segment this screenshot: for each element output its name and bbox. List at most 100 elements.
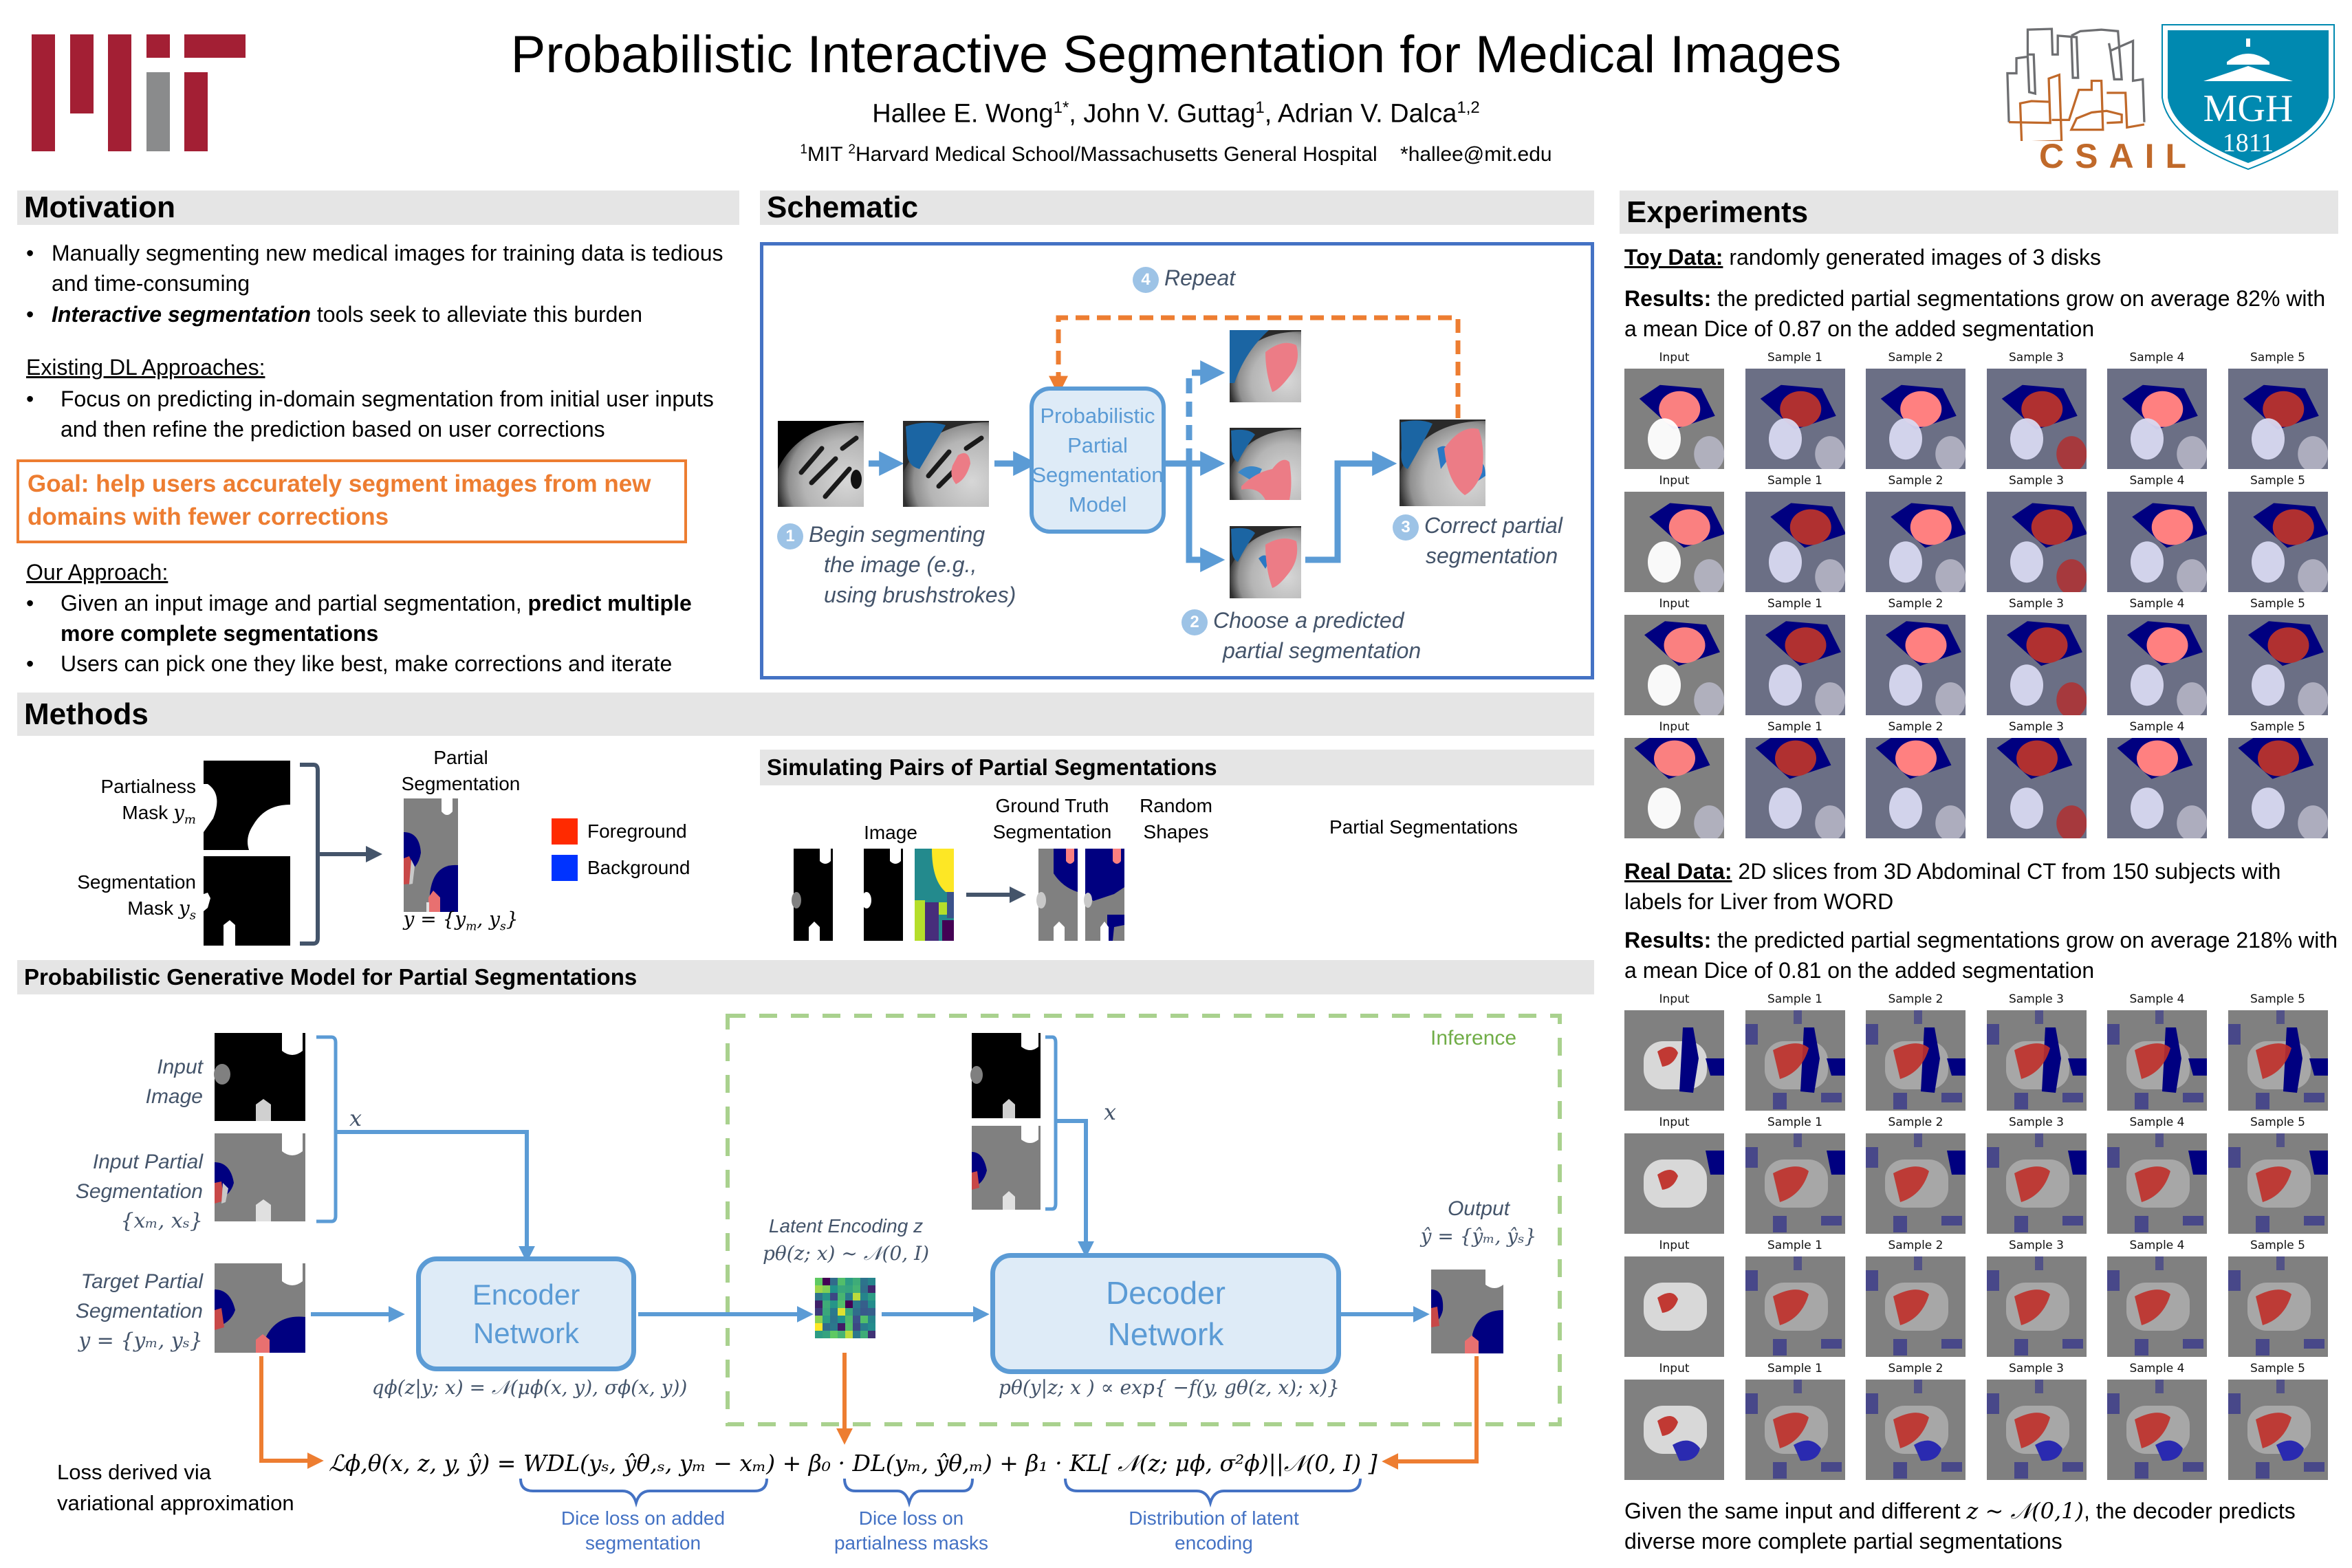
- csail-skyline-icon: [2006, 28, 2146, 141]
- bullet-icon: •: [26, 386, 34, 411]
- latent-cell: [815, 1308, 823, 1316]
- schematic-diagram: [778, 315, 1485, 598]
- author-name: Adrian V. Dalca: [1277, 99, 1457, 129]
- grid-column-title: Sample 2: [1888, 351, 1943, 364]
- inference-region: [726, 1014, 1562, 1426]
- grid-column-title: Input: [1659, 1115, 1690, 1129]
- sample-thumbnail: [1986, 615, 2087, 715]
- brace-label-dice-partialness: Dice loss on partialness masks: [818, 1506, 1004, 1556]
- affiliation-harvard-mgh: Harvard Medical School/Massachusetts Gen…: [856, 143, 1378, 166]
- bullet-text: Users can pick one they like best, make …: [61, 651, 673, 676]
- experiments-heading: Experiments: [1620, 190, 2338, 234]
- latent-cell: [853, 1300, 860, 1308]
- sample-thumbnail: [2107, 1133, 2207, 1234]
- loss-term-kl: KL[ 𝒩(z; μϕ, σ²ϕ)||𝒩(0, I) ]: [1069, 1450, 1378, 1477]
- latent-cell: [853, 1285, 860, 1293]
- grid-column-title: Input: [1659, 992, 1690, 1006]
- input-thumbnail: [1624, 738, 1724, 838]
- grid-column-title: Sample 4: [2129, 1115, 2185, 1129]
- motivation-bullet: • Interactive segmentation tools seek to…: [26, 299, 734, 329]
- legend-item-background: Background: [552, 855, 690, 881]
- results-text: the predicted partial segmentations grow…: [1624, 928, 2338, 983]
- sample-thumbnail: [1866, 369, 1966, 469]
- label-line: Target Partial: [80, 1270, 203, 1293]
- input-thumbnail: [1624, 492, 1724, 592]
- latent-cell: [823, 1285, 830, 1293]
- real-results: Results: the predicted partial segmentat…: [1624, 925, 2340, 986]
- grid-column-title: Sample 5: [2250, 1115, 2305, 1129]
- sample-thumbnail: [1986, 369, 2087, 469]
- latent-cell: [868, 1323, 875, 1331]
- latent-cell: [830, 1293, 838, 1300]
- latent-cell: [860, 1300, 868, 1308]
- latent-cell: [845, 1323, 853, 1331]
- label-line: Partialness: [100, 776, 196, 797]
- latent-cell: [845, 1285, 853, 1293]
- results-text: the predicted partial segmentations grow…: [1624, 286, 2326, 341]
- sample-thumbnail: [1986, 1010, 2087, 1111]
- toy-results: Results: the predicted partial segmentat…: [1624, 283, 2340, 344]
- grid-column-title: Sample 1: [1767, 1362, 1822, 1375]
- math-subscript: m: [184, 812, 196, 827]
- model-box-line: Partial: [1067, 433, 1128, 457]
- predicted-segmentation-2[interactable]: [1230, 428, 1301, 500]
- latent-cell: [860, 1316, 868, 1323]
- grid-column-title: Sample 3: [2009, 597, 2064, 611]
- sample-thumbnail: [2228, 1380, 2328, 1480]
- grid-column-title: Sample 1: [1767, 474, 1822, 488]
- sample-thumbnail: [1866, 1256, 1966, 1357]
- sample-thumbnail: [2228, 738, 2328, 838]
- contact-email[interactable]: *hallee@mit.edu: [1400, 143, 1552, 166]
- latent-cell: [860, 1308, 868, 1316]
- author-affil: 1*: [1053, 98, 1069, 117]
- brace-label-dice-added: Dice loss on added segmentation: [523, 1506, 763, 1556]
- grid-column-title: Sample 3: [2009, 720, 2064, 734]
- grid-column-title: Sample 4: [2129, 1239, 2185, 1252]
- step-number-badge: 4: [1133, 266, 1159, 293]
- loss-lhs: ℒϕ,θ(x, z, y, ŷ) =: [329, 1450, 523, 1477]
- predicted-segmentation-1[interactable]: [1230, 330, 1301, 402]
- goal-box: Goal: help users accurately segment imag…: [17, 459, 687, 543]
- legend-label: Foreground: [587, 820, 687, 842]
- math-fragment: y = {y: [403, 908, 466, 930]
- sim-ground-truth: [862, 849, 903, 941]
- author-affil: 1,2: [1457, 98, 1480, 117]
- schematic-heading: Schematic: [760, 190, 1594, 225]
- sample-thumbnail: [2107, 369, 2207, 469]
- sim-partial-label: Partial Segmentations: [1329, 816, 1518, 838]
- label-line: Image: [145, 1085, 203, 1108]
- label-line: Segmentation: [992, 821, 1112, 842]
- affil-number: 1: [800, 142, 807, 157]
- sim-partial-1: [1036, 849, 1078, 941]
- latent-cell: [815, 1316, 823, 1323]
- sample-thumbnail: [2107, 1256, 2207, 1357]
- schematic-frame: [760, 242, 1594, 679]
- label-line: Segmentation: [75, 1180, 203, 1203]
- latent-cell: [830, 1300, 838, 1308]
- label-line: partialness masks: [834, 1532, 989, 1554]
- grid-column-title: Sample 4: [2129, 474, 2185, 488]
- input-thumbnail: [1624, 369, 1724, 469]
- toy-data-label: Toy Data:: [1624, 245, 1723, 270]
- latent-cell: [868, 1278, 875, 1285]
- grid-column-title: Sample 2: [1888, 474, 1943, 488]
- latent-cell: [823, 1308, 830, 1316]
- predicted-segmentation-3[interactable]: [1230, 526, 1301, 598]
- results-label: Results:: [1624, 928, 1712, 952]
- target-partial-seg-thumb: [215, 1263, 305, 1353]
- bullet-icon: •: [26, 241, 34, 265]
- caption-text: , the decoder predicts diverse more comp…: [1624, 1499, 2296, 1554]
- grid-column-title: Sample 2: [1888, 597, 1943, 611]
- label-line: Input: [157, 1056, 203, 1078]
- math-subscript: s: [189, 908, 196, 923]
- latent-cell: [845, 1308, 853, 1316]
- step-text: the image (e.g.,: [824, 552, 977, 577]
- box-line: Encoder: [472, 1278, 580, 1311]
- latent-cell: [845, 1278, 853, 1285]
- sample-thumbnail: [2107, 492, 2207, 592]
- approach-bullet: • Users can pick one they like best, mak…: [26, 649, 748, 679]
- latent-cell: [838, 1278, 845, 1285]
- sample-thumbnail: [1866, 738, 1966, 838]
